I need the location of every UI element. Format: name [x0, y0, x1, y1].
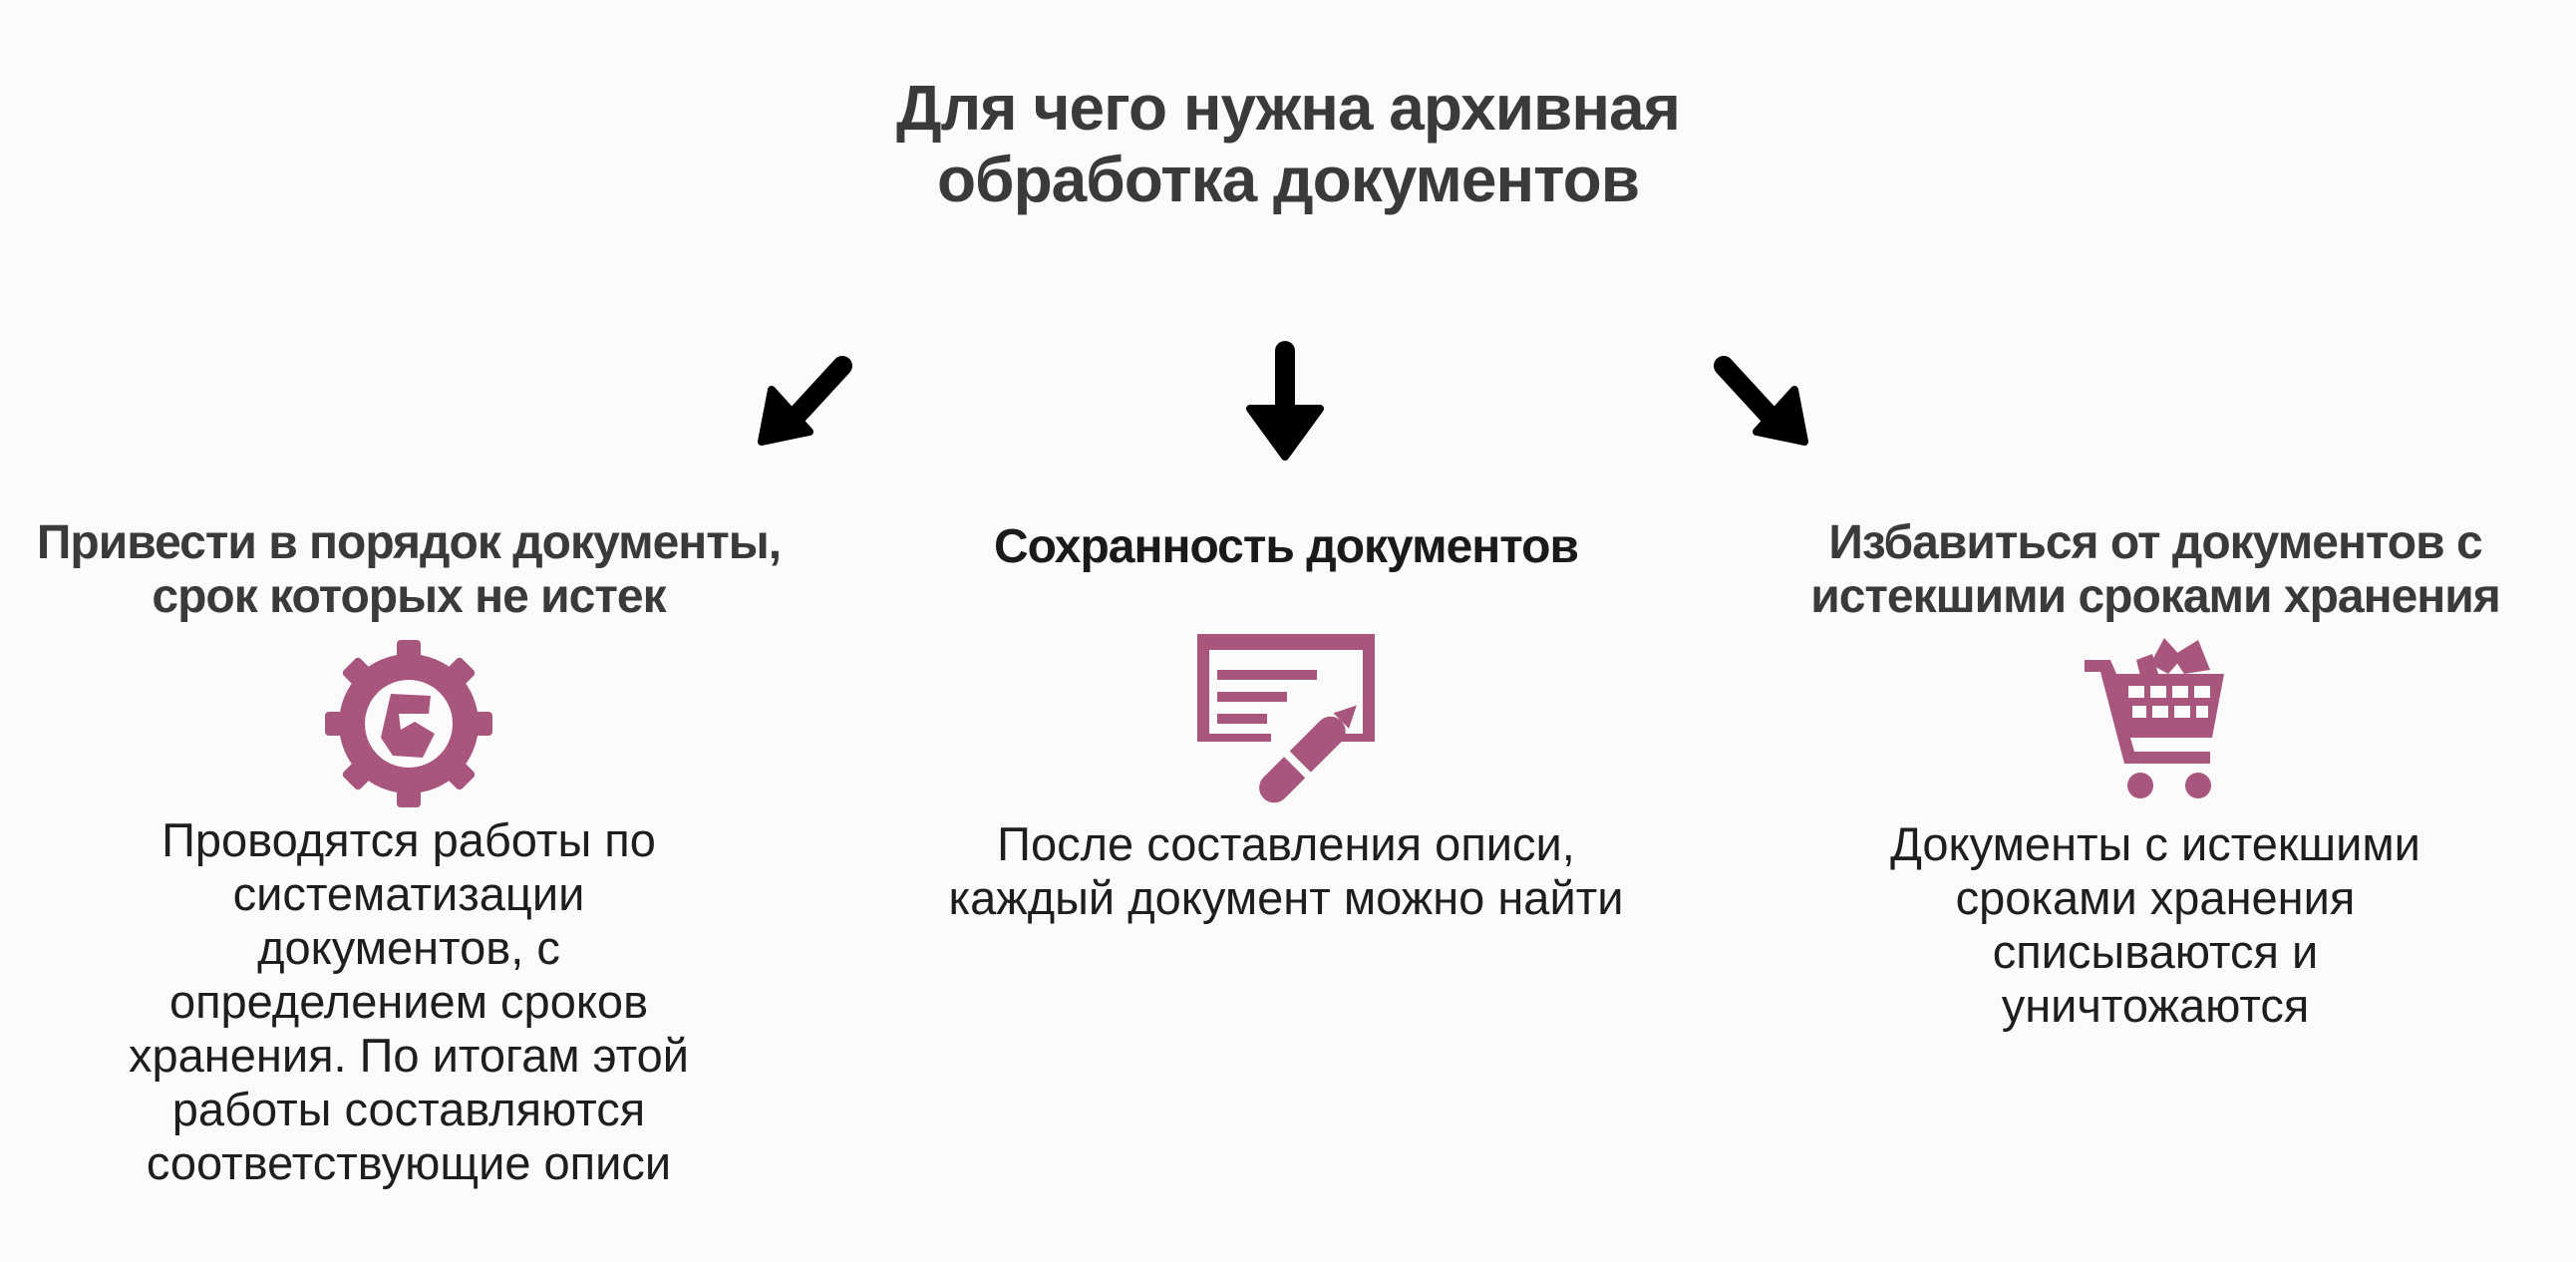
arrow-down-right-icon	[1714, 356, 1808, 446]
gear-icon	[319, 634, 498, 818]
column-organize: Привести в порядок документы, срок котор…	[30, 516, 788, 1214]
title-line-2: обработка документов	[936, 144, 1640, 215]
arrow-down-left-icon	[758, 356, 852, 446]
column-description: Документы с истекшими сроками хранения с…	[1890, 817, 2420, 1032]
shopping-cart-icon	[2081, 630, 2230, 814]
column-heading: Сохранность документов	[994, 520, 1579, 573]
column-heading: Избавиться от документов с истекшими сро…	[1810, 516, 2501, 623]
column-heading: Привести в порядок документы, срок котор…	[36, 516, 782, 623]
column-preservation: Сохранность документов После составления…	[907, 520, 1665, 1019]
column-description: После составления описи, каждый документ…	[948, 817, 1624, 924]
title-line-1: Для чего нужна архивная	[896, 72, 1681, 144]
page-title: Для чего нужна архивная обработка докуме…	[0, 72, 2576, 215]
column-description: Проводятся работы по систематизации доку…	[129, 813, 689, 1189]
arrow-down-icon	[1246, 341, 1324, 461]
document-signing-icon	[1191, 630, 1381, 814]
column-disposal: Избавиться от документов с истекшими сро…	[1776, 516, 2534, 1055]
